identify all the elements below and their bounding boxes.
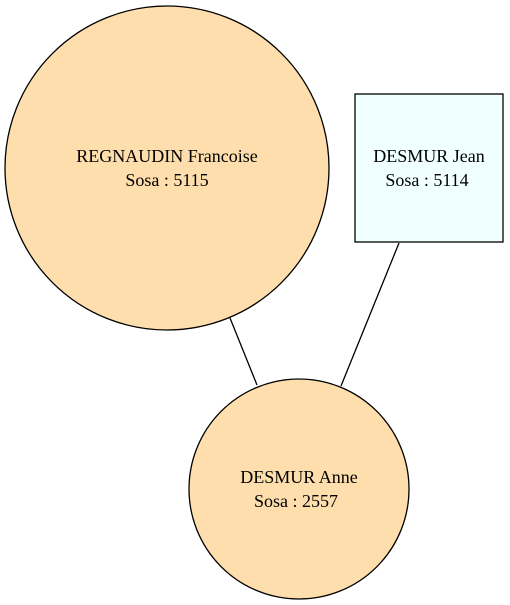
node-regnaudin-francoise-shape — [4, 5, 330, 331]
node-desmur-jean[interactable]: DESMUR Jean Sosa : 5114 — [354, 93, 504, 243]
node-regnaudin-francoise-sosa: Sosa : 5115 — [125, 170, 208, 190]
node-desmur-anne-name: DESMUR Anne — [240, 467, 358, 487]
node-desmur-anne[interactable]: DESMUR Anne Sosa : 2557 — [188, 378, 410, 600]
edge-regnaudin-to-desmur-anne — [229, 317, 258, 386]
node-desmur-anne-sosa: Sosa : 2557 — [254, 491, 338, 511]
node-regnaudin-francoise[interactable]: REGNAUDIN Francoise Sosa : 5115 — [4, 5, 330, 331]
node-regnaudin-francoise-name: REGNAUDIN Francoise — [76, 146, 257, 166]
node-desmur-anne-shape — [188, 378, 410, 600]
node-desmur-jean-sosa: Sosa : 5114 — [385, 170, 468, 190]
node-desmur-jean-name: DESMUR Jean — [373, 146, 485, 166]
edge-desmur-jean-to-desmur-anne — [340, 242, 400, 387]
node-desmur-jean-shape — [354, 93, 504, 243]
